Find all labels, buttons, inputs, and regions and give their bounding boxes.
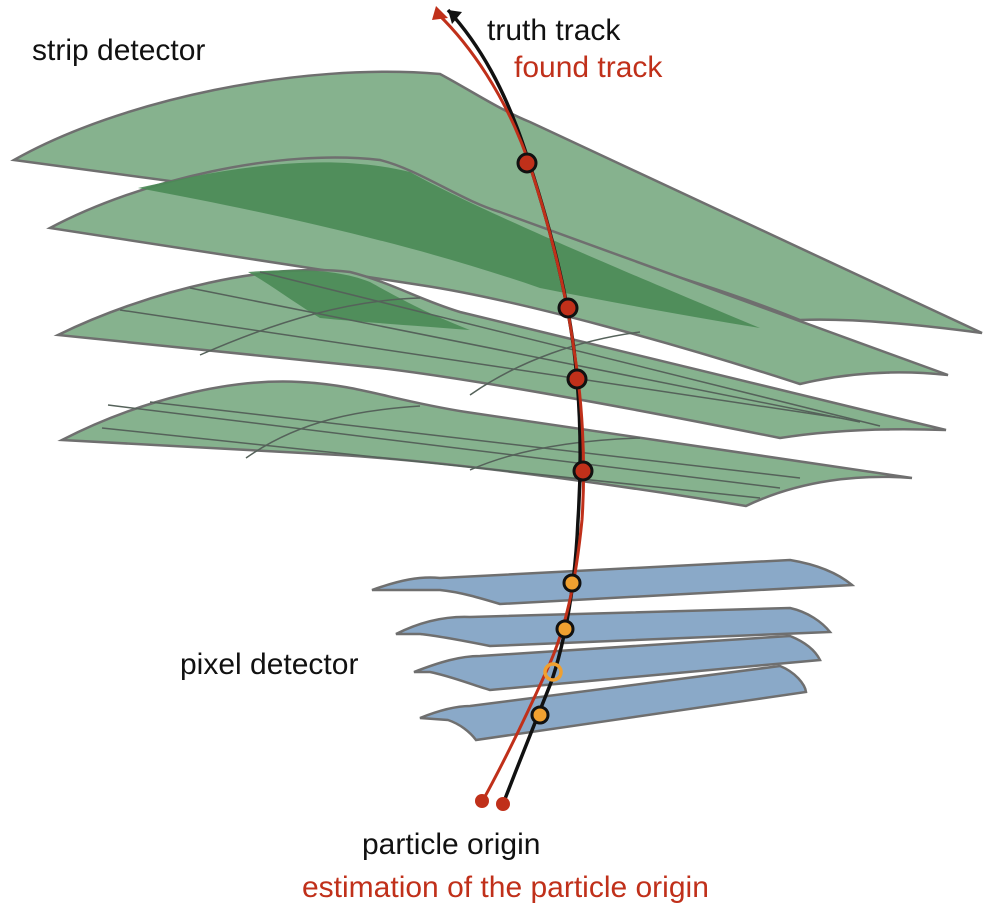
strip-hit: [566, 368, 588, 390]
particle-origin-dot: [496, 797, 510, 811]
truth-track-arrowhead: [448, 10, 462, 24]
pixel-hit: [555, 619, 575, 639]
pixel-layer-4: [419, 664, 808, 742]
strip-overlap-shadow-2: [248, 270, 470, 330]
found-track-label: found track: [514, 51, 663, 84]
strip-grid: [101, 271, 881, 499]
pixel-layer-3: [413, 634, 822, 692]
strip-layer-3: [53, 268, 947, 440]
strip-detector-label: strip detector: [32, 34, 206, 67]
truth-track-label: truth track: [487, 14, 621, 47]
pixel-hit-missed: [543, 662, 563, 682]
found-track-arrowhead: [432, 6, 448, 20]
pixel-detector: [371, 558, 856, 742]
pixel-layer-2: [395, 606, 833, 648]
hits: [475, 152, 594, 811]
strip-hit: [557, 297, 579, 319]
pixel-hit: [562, 573, 582, 593]
pixel-hit: [530, 705, 550, 725]
found-track: [436, 12, 586, 803]
strip-overlap-shadow: [138, 162, 760, 328]
pixel-layer-1: [371, 558, 856, 606]
particle-origin-label: particle origin: [362, 828, 541, 861]
strip-hit: [516, 152, 538, 174]
estimated-origin-label: estimation of the particle origin: [302, 871, 709, 904]
strip-hit: [572, 460, 594, 482]
estimated-origin-dot: [475, 794, 489, 808]
pixel-detector-label: pixel detector: [180, 648, 359, 681]
strip-detector: [10, 70, 983, 508]
